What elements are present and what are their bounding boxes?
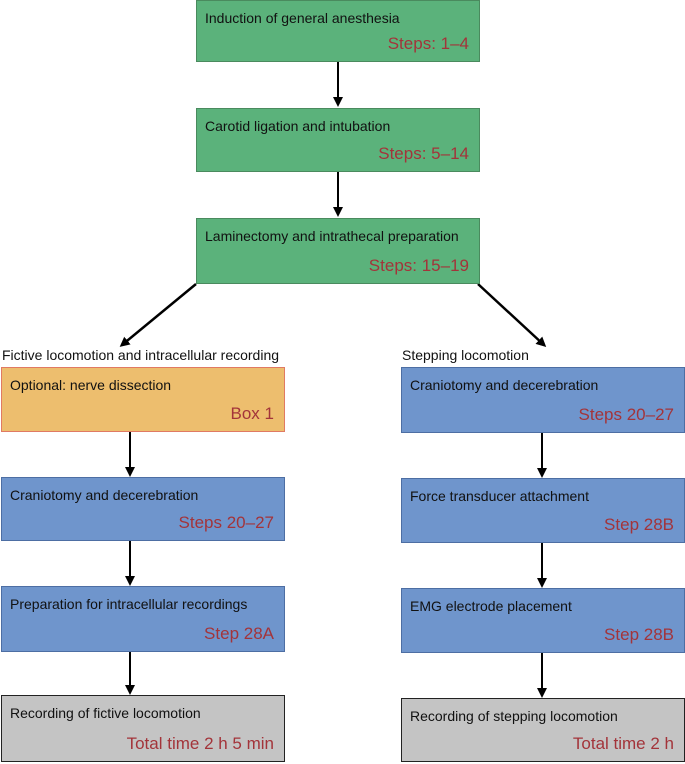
step-reference: Steps: 5–14 (378, 144, 469, 163)
step-reference: Box 1 (230, 404, 274, 423)
arrow-split-right (477, 283, 547, 348)
step-box-craniotomy-right: Craniotomy and decerebration Steps 20–27 (401, 367, 685, 433)
step-title: Preparation for intracellular recordings (10, 596, 248, 612)
step-reference: Step 28A (204, 624, 274, 643)
step-title: Craniotomy and decerebration (410, 377, 599, 393)
step-title: Optional: nerve dissection (10, 377, 172, 393)
step-title: Craniotomy and decerebration (10, 487, 199, 503)
step-title: Recording of stepping locomotion (410, 708, 618, 724)
step-box-nerve-dissection: Optional: nerve dissection Box 1 (1, 367, 285, 432)
total-time: Total time 2 h (572, 734, 674, 753)
step-reference: Steps: 1–4 (387, 34, 469, 53)
step-box-carotid: Carotid ligation and intubation Steps: 5… (196, 108, 480, 172)
total-time: Total time 2 h 5 min (126, 734, 274, 753)
step-box-emg-placement: EMG electrode placement Step 28B (401, 588, 685, 653)
arrow-split-left (119, 283, 197, 347)
step-box-laminectomy: Laminectomy and intrathecal preparation … (196, 218, 480, 284)
step-title: Carotid ligation and intubation (205, 118, 391, 134)
step-reference: Step 28B (604, 515, 674, 534)
step-box-force-transducer: Force transducer attachment Step 28B (401, 478, 685, 543)
step-title: EMG electrode placement (410, 598, 572, 614)
step-reference: Step 28B (604, 625, 674, 644)
step-box-intracellular-prep: Preparation for intracellular recordings… (1, 586, 285, 652)
step-box-induction: Induction of general anesthesia Steps: 1… (196, 0, 480, 62)
step-reference: Steps 20–27 (578, 405, 674, 424)
step-box-recording-stepping: Recording of stepping locomotion Total t… (401, 698, 685, 762)
step-title: Laminectomy and intrathecal preparation (205, 228, 459, 244)
step-reference: Steps 20–27 (178, 513, 274, 532)
branch-label-stepping: Stepping locomotion (402, 347, 529, 363)
step-box-craniotomy-left: Craniotomy and decerebration Steps 20–27 (1, 477, 285, 541)
step-reference: Steps: 15–19 (368, 256, 469, 275)
step-title: Force transducer attachment (410, 488, 589, 504)
step-title: Induction of general anesthesia (205, 10, 400, 26)
step-title: Recording of fictive locomotion (10, 705, 201, 721)
branch-label-fictive: Fictive locomotion and intracellular rec… (2, 347, 280, 363)
step-box-recording-fictive: Recording of fictive locomotion Total ti… (1, 695, 285, 762)
